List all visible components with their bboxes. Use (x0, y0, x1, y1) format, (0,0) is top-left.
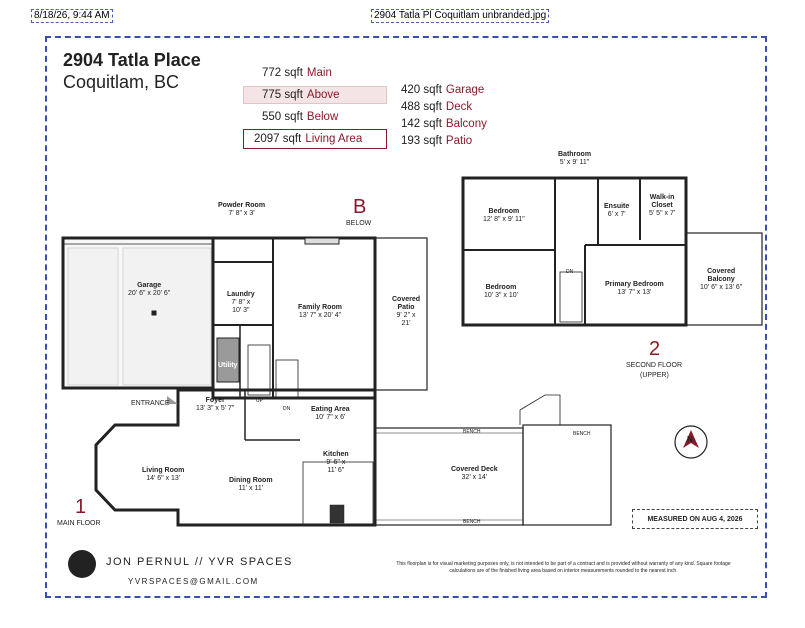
address-line-2: Coquitlam, BC (63, 72, 180, 92)
covered-patio-outline (374, 237, 428, 391)
below-floor-letter: B (353, 196, 367, 218)
bench-right: BENCH (573, 431, 591, 437)
brand-email: YVRSPACES@GMAIL.COM (128, 577, 259, 586)
stairs-up: UP (256, 398, 263, 404)
below-floor-caption: BELOW (346, 220, 372, 227)
print-timestamp: 8/18/26, 9:44 AM (31, 9, 113, 23)
bench-bottom: BENCH (463, 519, 481, 525)
print-filename: 2904 Tatla Pl Coquitlam unbranded.jpg (371, 9, 550, 23)
main-floor-caption: MAIN FLOOR (57, 520, 101, 527)
address-line-1: 2904 Tatla Place (63, 50, 201, 70)
document-frame (45, 36, 767, 598)
entrance-label: ENTRANCE (131, 400, 170, 407)
second-floor-sub: (UPPER) (640, 372, 669, 379)
stairs-down: DN (283, 406, 291, 412)
disclaimer: This floorplan is for visual marketing p… (396, 561, 731, 574)
main-floor-number: 1 (75, 496, 87, 518)
second-floor-number: 2 (649, 338, 661, 360)
covered-balcony-outline (685, 232, 763, 326)
room-utility: Utility (218, 362, 238, 369)
second-floor-caption: SECOND FLOOR (626, 362, 683, 369)
compass-label: N (687, 435, 693, 444)
brand-name: JON PERNUL // YVR SPACES (106, 556, 293, 568)
bench-top: BENCH (463, 429, 481, 435)
compass-icon (674, 425, 708, 459)
covered-deck-outline (374, 427, 524, 526)
measured-date: MEASURED ON AUG 4, 2026 (632, 509, 758, 529)
stairs-down-upper: DN (566, 269, 574, 275)
brand-logo (68, 550, 96, 578)
